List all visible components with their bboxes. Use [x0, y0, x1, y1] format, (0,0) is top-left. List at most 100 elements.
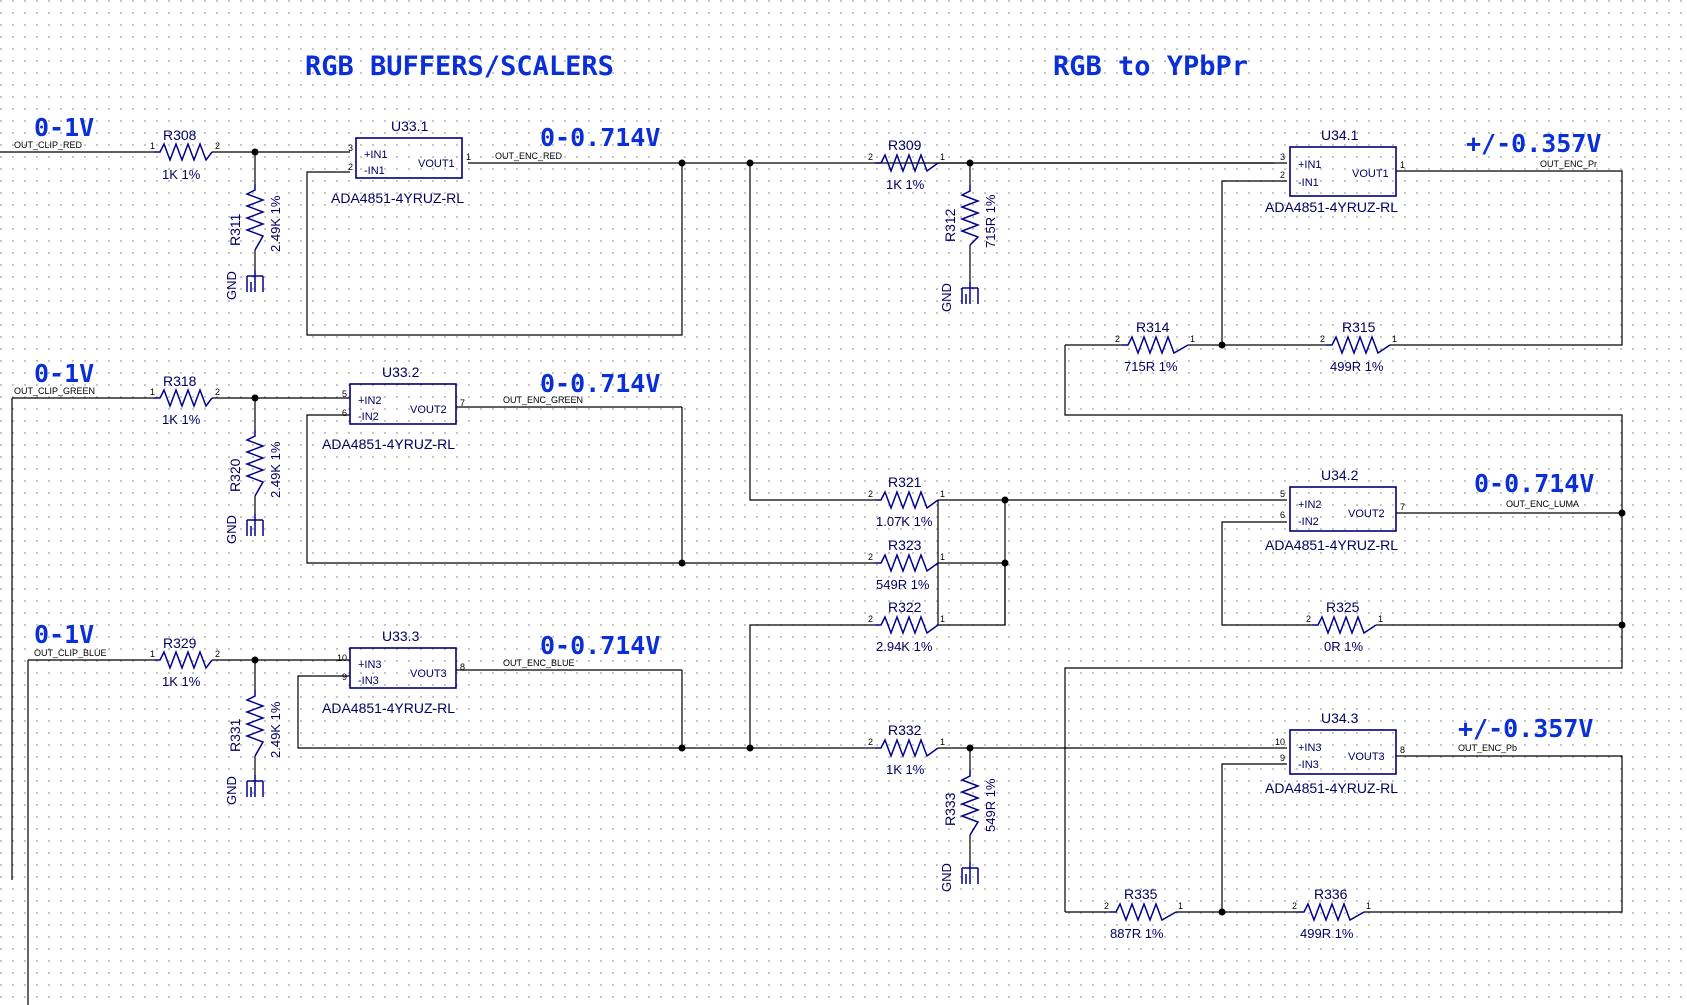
svg-text:9: 9: [1280, 753, 1285, 763]
gnd-label: GND: [939, 863, 954, 892]
svg-text:2.49K 1%: 2.49K 1%: [268, 441, 283, 498]
svg-text:R336: R336: [1314, 886, 1348, 902]
resistor-r315[interactable]: R315 499R 1% 2 1: [1320, 319, 1397, 374]
resistor-r336[interactable]: R336 499R 1% 2 1: [1292, 886, 1371, 941]
svg-text:1: 1: [940, 614, 945, 624]
net-out-enc-blue: OUT_ENC_BLUE: [503, 658, 575, 668]
gnd-symbol-5: GND: [939, 862, 979, 892]
svg-text:1: 1: [1400, 160, 1405, 170]
svg-text:R325: R325: [1326, 599, 1360, 615]
svg-text:R329: R329: [163, 635, 197, 651]
resistor-r335[interactable]: R335 887R 1% 2 1: [1104, 886, 1183, 941]
svg-text:1: 1: [940, 552, 945, 562]
svg-text:R312: R312: [942, 208, 958, 242]
opamp-u33-1[interactable]: U33.1 +IN1 -IN1 VOUT1 3 2 1 ADA4851-4YRU…: [331, 118, 471, 206]
svg-text:7: 7: [1400, 502, 1405, 512]
svg-text:2: 2: [1115, 334, 1120, 344]
gnd-label: GND: [224, 271, 239, 300]
svg-text:1: 1: [1378, 614, 1383, 624]
resistor-r325[interactable]: R325 0R 1% 2 1: [1306, 599, 1383, 654]
net-out-enc-pr: OUT_ENC_Pr: [1540, 159, 1597, 169]
resistor-r329[interactable]: R329 1K 1% 1 2: [150, 635, 220, 689]
svg-text:ADA4851-4YRUZ-RL: ADA4851-4YRUZ-RL: [322, 436, 455, 452]
svg-text:6: 6: [342, 408, 347, 418]
resistor-r308[interactable]: R308 1K 1% 1 2: [150, 127, 220, 182]
svg-text:U34.1: U34.1: [1321, 127, 1359, 143]
svg-text:VOUT3: VOUT3: [1348, 751, 1385, 763]
svg-text:+IN3: +IN3: [1298, 742, 1322, 754]
svg-text:2.49K 1%: 2.49K 1%: [268, 701, 283, 758]
svg-text:R321: R321: [888, 474, 922, 490]
svg-text:+IN3: +IN3: [358, 659, 382, 671]
output-voltage-pr: +/-0.357V: [1466, 129, 1601, 158]
buffer-voltage-green: 0-0.714V: [540, 369, 660, 398]
gnd-label: GND: [224, 515, 239, 544]
svg-text:2: 2: [868, 489, 873, 499]
svg-text:1.07K 1%: 1.07K 1%: [876, 514, 933, 529]
resistor-r332[interactable]: R332 1K 1% 2 1: [868, 722, 945, 777]
svg-text:R315: R315: [1342, 319, 1376, 335]
svg-text:2: 2: [1320, 334, 1325, 344]
svg-text:549R 1%: 549R 1%: [876, 577, 930, 592]
svg-text:ADA4851-4YRUZ-RL: ADA4851-4YRUZ-RL: [1265, 780, 1398, 796]
svg-text:1: 1: [1190, 334, 1195, 344]
svg-text:R318: R318: [163, 373, 197, 389]
svg-text:-IN1: -IN1: [1298, 177, 1319, 189]
svg-text:ADA4851-4YRUZ-RL: ADA4851-4YRUZ-RL: [322, 700, 455, 716]
resistor-r322[interactable]: R322 2.94K 1% 2 1: [868, 599, 945, 654]
resistor-r321[interactable]: R321 1.07K 1% 2 1: [868, 474, 945, 529]
resistor-r318[interactable]: R318 1K 1% 1 2: [150, 373, 220, 427]
svg-text:2.49K 1%: 2.49K 1%: [268, 195, 283, 252]
resistor-r312[interactable]: R312 715R 1%: [942, 185, 998, 248]
svg-text:2: 2: [868, 737, 873, 747]
svg-text:7: 7: [460, 398, 465, 408]
svg-text:-IN2: -IN2: [358, 411, 379, 423]
net-out-clip-red: OUT_CLIP_RED: [14, 140, 83, 150]
svg-text:R331: R331: [227, 718, 243, 752]
svg-text:1K 1%: 1K 1%: [162, 674, 201, 689]
svg-text:VOUT3: VOUT3: [410, 668, 447, 680]
resistor-r309[interactable]: R309 1K 1% 2 1: [868, 137, 945, 192]
resistor-r311[interactable]: R311 2.49K 1%: [227, 184, 283, 252]
svg-text:VOUT1: VOUT1: [1352, 168, 1389, 180]
svg-text:2.94K 1%: 2.94K 1%: [876, 639, 933, 654]
svg-text:+IN2: +IN2: [1298, 499, 1322, 511]
resistor-r323[interactable]: R323 549R 1% 2 1: [868, 537, 945, 592]
svg-text:10: 10: [1275, 737, 1285, 747]
opamp-u34-3[interactable]: U34.3 +IN3 -IN3 VOUT3 10 9 8 ADA4851-4YR…: [1265, 710, 1405, 796]
resistor-r320[interactable]: R320 2.49K 1%: [227, 430, 283, 498]
svg-text:+IN1: +IN1: [364, 149, 388, 161]
svg-text:2: 2: [1280, 170, 1285, 180]
gnd-label: GND: [939, 283, 954, 312]
svg-text:715R 1%: 715R 1%: [1124, 359, 1178, 374]
svg-text:U34.3: U34.3: [1321, 710, 1359, 726]
svg-text:-IN1: -IN1: [364, 165, 385, 177]
svg-text:2: 2: [215, 141, 220, 151]
net-out-enc-luma: OUT_ENC_LUMA: [1506, 499, 1579, 509]
svg-text:VOUT2: VOUT2: [1348, 508, 1385, 520]
svg-text:2: 2: [868, 614, 873, 624]
opamp-u34-1[interactable]: U34.1 +IN1 -IN1 VOUT1 3 2 1 ADA4851-4YRU…: [1265, 127, 1405, 215]
svg-text:6: 6: [1280, 510, 1285, 520]
input-voltage-green: 0-1V: [34, 359, 94, 388]
resistor-r314[interactable]: R314 715R 1% 2 1: [1115, 319, 1195, 374]
svg-text:U34.2: U34.2: [1321, 467, 1359, 483]
svg-text:-IN3: -IN3: [358, 675, 379, 687]
resistor-r333[interactable]: R333 549R 1%: [942, 770, 998, 836]
svg-text:R320: R320: [227, 458, 243, 492]
svg-text:2: 2: [868, 552, 873, 562]
svg-text:1: 1: [466, 152, 471, 162]
svg-text:3: 3: [348, 143, 353, 153]
svg-text:2: 2: [215, 387, 220, 397]
svg-text:1: 1: [940, 737, 945, 747]
svg-text:499R 1%: 499R 1%: [1300, 926, 1354, 941]
svg-text:715R 1%: 715R 1%: [983, 194, 998, 248]
svg-text:R314: R314: [1136, 319, 1170, 335]
opamp-u33-2[interactable]: U33.2 +IN2 -IN2 VOUT2 5 6 7 ADA4851-4YRU…: [322, 364, 465, 452]
svg-text:1: 1: [150, 387, 155, 397]
resistor-r331[interactable]: R331 2.49K 1%: [227, 690, 283, 758]
opamp-u33-3[interactable]: U33.3 +IN3 -IN3 VOUT3 10 9 8 ADA4851-4YR…: [322, 628, 465, 716]
opamp-u34-2[interactable]: U34.2 +IN2 -IN2 VOUT2 5 6 7 ADA4851-4YRU…: [1265, 467, 1405, 553]
wires: [0, 151, 1623, 1005]
